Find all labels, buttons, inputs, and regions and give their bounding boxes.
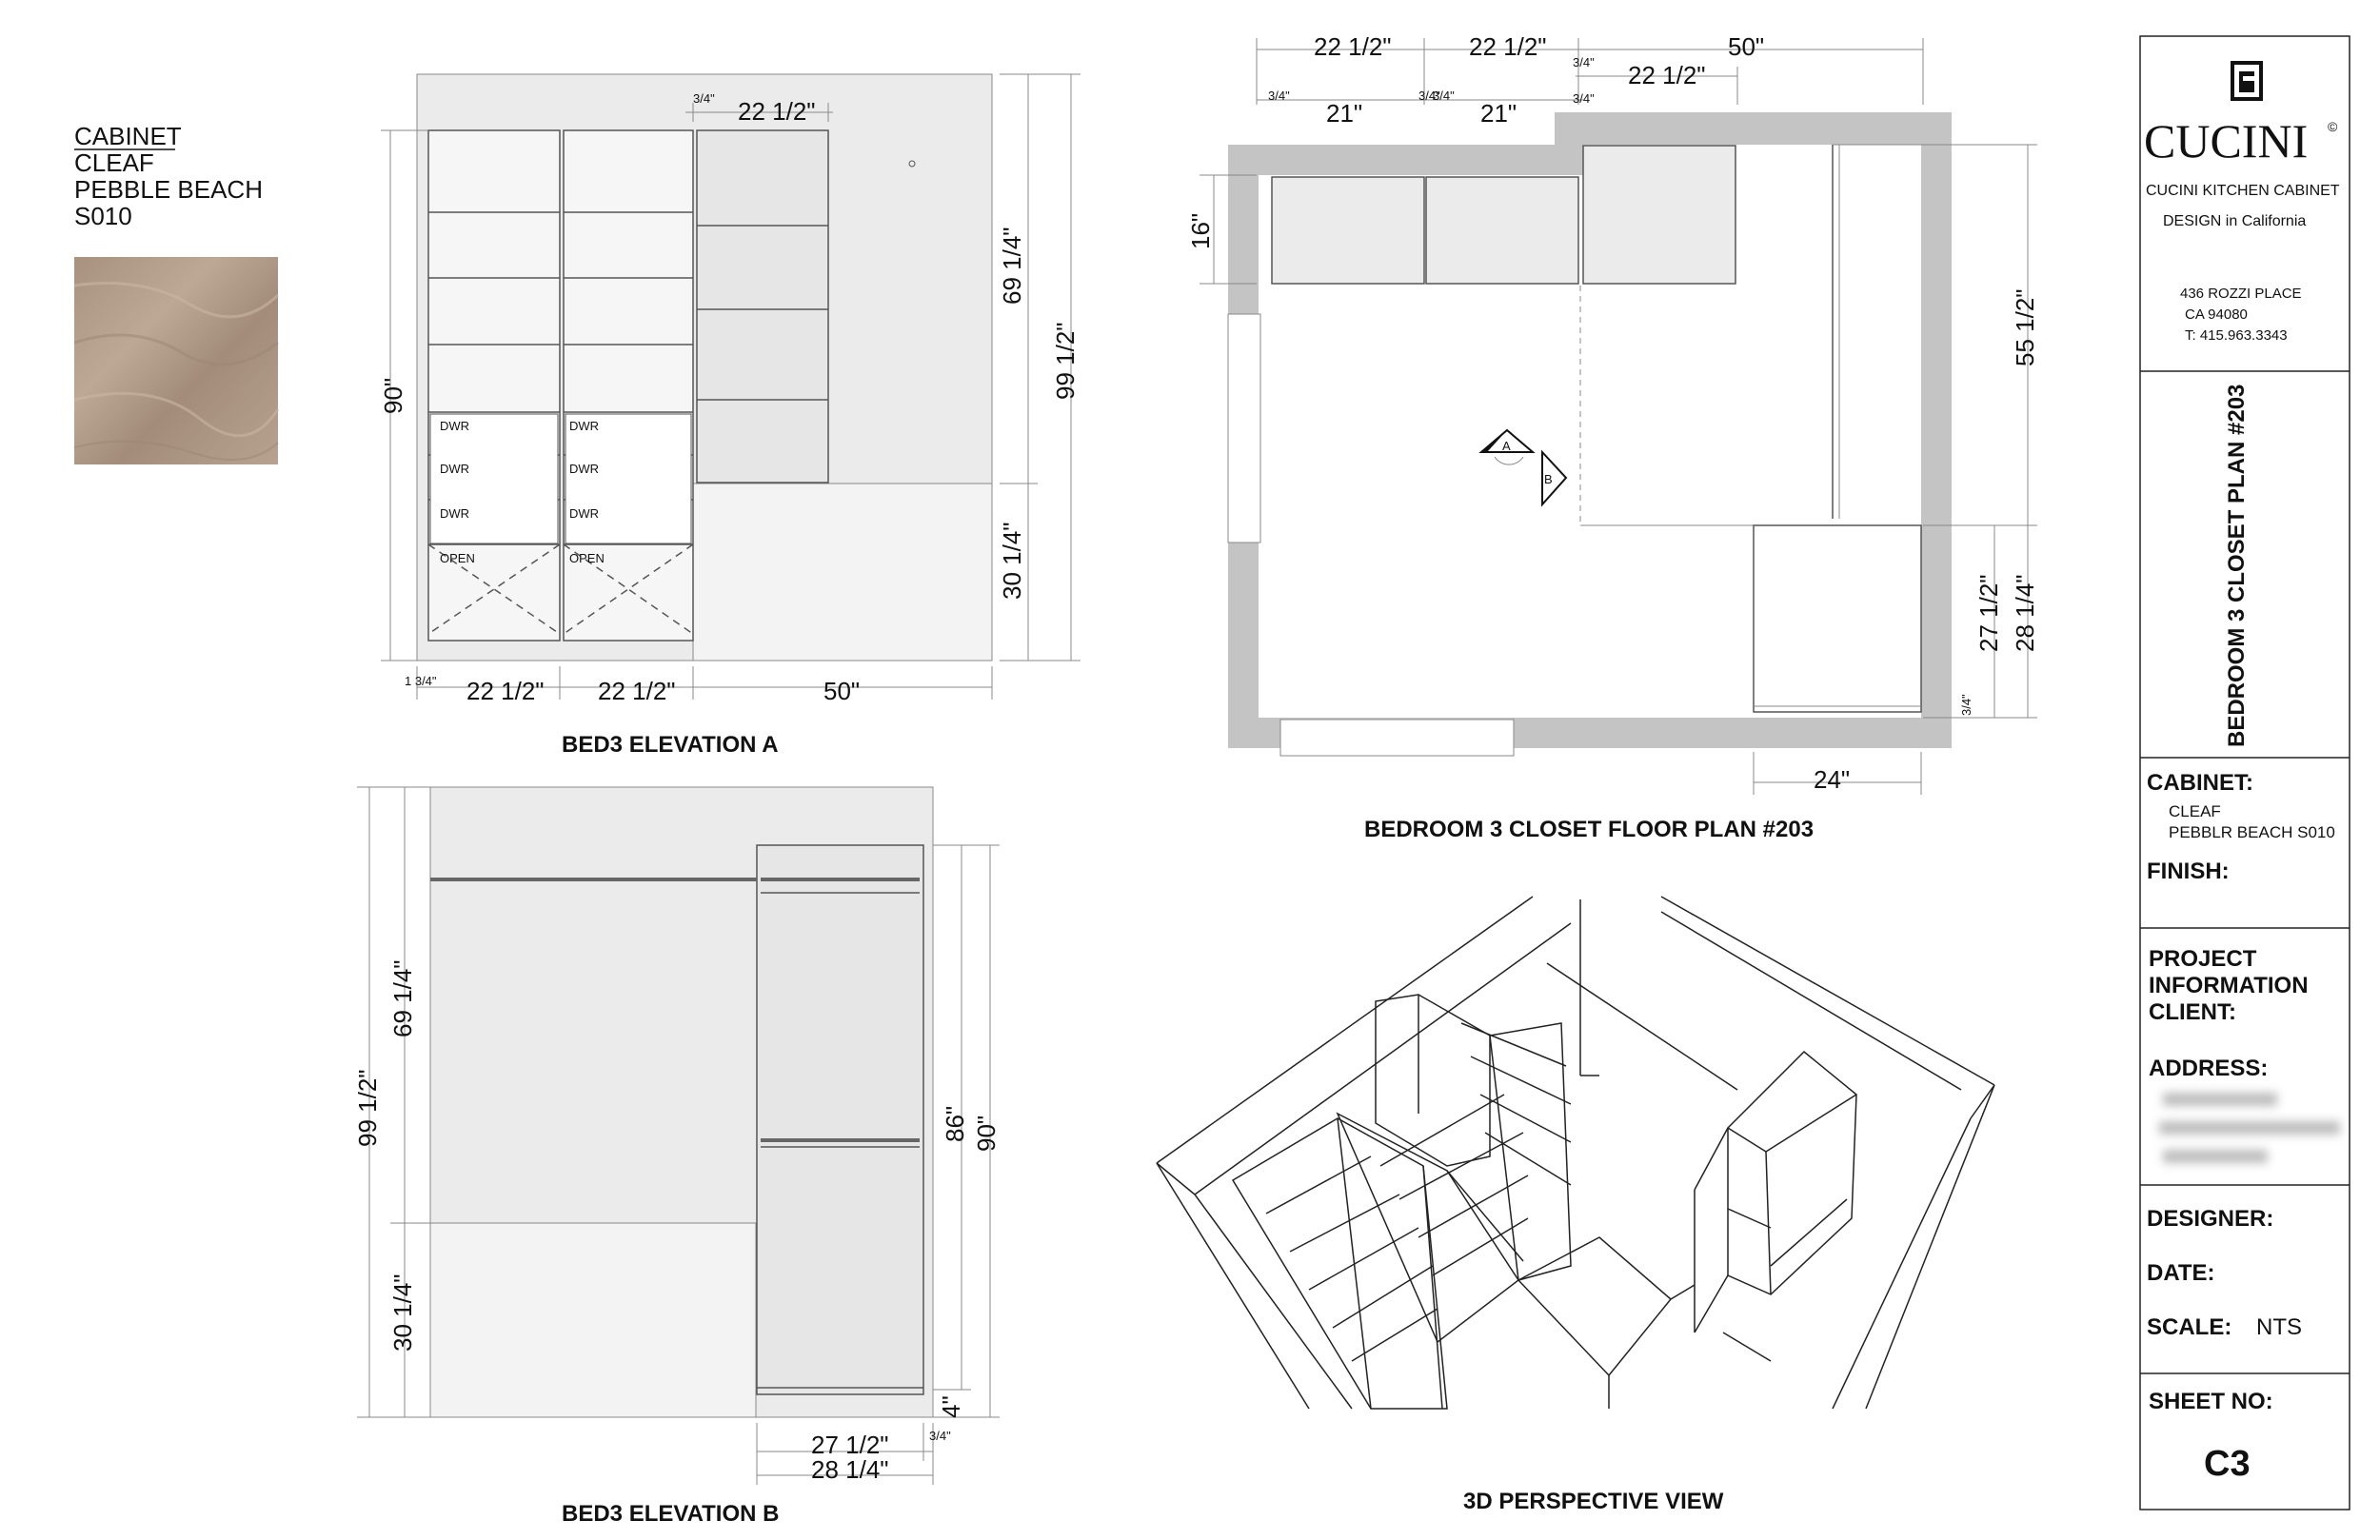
elev-a-top-frac: 3/4" (693, 91, 715, 106)
sheet-title: BEDROOM 3 CLOSET PLAN #203 (2224, 385, 2250, 747)
plan-top-22a: 22 1/2" (1314, 32, 1392, 61)
company-address-1: 436 ROZZI PLACE (2180, 286, 2302, 302)
elevation-a: DWR DWR DWR OPEN DWR DWR DWR OPEN (379, 73, 1081, 758)
elev-b-bottom-2: 28 1/4" (811, 1455, 889, 1484)
elevation-b-title: BED3 ELEVATION B (562, 1501, 779, 1527)
elev-a-bottom-w3: 50" (823, 677, 860, 705)
plan-frac-2: 3/4" (1418, 89, 1440, 103)
elevation-a-title: BED3 ELEVATION A (562, 732, 779, 758)
scale-label: SCALE: (2147, 1314, 2231, 1340)
elev-a-bottom-w2: 22 1/2" (598, 677, 676, 705)
cabinet-value-2: PEBBLR BEACH S010 (2169, 823, 2335, 841)
perspective-view: 3D PERSPECTIVE VIEW (1156, 896, 1995, 1514)
plan-right-55: 55 1/2" (2011, 288, 2039, 366)
company-logo: CUCINI © (2144, 61, 2338, 168)
elev-a-height-left: 90" (379, 378, 407, 414)
sheet-no-value: C3 (2204, 1444, 2251, 1484)
material-line-3: S010 (74, 202, 132, 230)
wood-swatch (73, 257, 280, 464)
elev-b-lower-left: 30 1/4" (388, 1273, 417, 1352)
drawer-label-1a: DWR (440, 419, 469, 433)
material-line-2: PEBBLE BEACH (74, 175, 263, 204)
material-heading: CABINET (74, 122, 182, 150)
material-line-1: CLEAF (74, 148, 154, 177)
drawer-label-2a: DWR (569, 419, 599, 433)
plan-top-22b: 22 1/2" (1469, 32, 1547, 61)
redacted-address (2159, 1093, 2340, 1163)
drawer-label-1b: DWR (440, 462, 469, 476)
plan-depth-16: 16" (1186, 213, 1215, 249)
logo-mark: © (2328, 119, 2338, 134)
perspective-title: 3D PERSPECTIVE VIEW (1463, 1489, 1724, 1514)
floor-plan: A B (1186, 32, 2039, 842)
material-legend: CABINET CLEAF PEBBLE BEACH S010 (73, 122, 280, 464)
logo-text: CUCINI (2144, 114, 2308, 168)
cabinet-label: CABINET: (2147, 770, 2253, 796)
project-label-2: INFORMATION (2149, 973, 2309, 998)
sheet-no-label: SHEET NO: (2149, 1389, 2273, 1414)
elev-a-upper-right: 69 1/4" (998, 227, 1026, 305)
plan-right-frac: 3/4" (1959, 694, 1973, 716)
elev-b-upper-left: 69 1/4" (388, 959, 417, 1037)
plan-frac-1: 3/4" (1268, 89, 1290, 103)
project-label-1: PROJECT (2149, 946, 2257, 972)
section-marker-a: A (1478, 428, 1536, 465)
plan-right-27: 27 1/2" (1974, 574, 2003, 652)
floor-plan-title: BEDROOM 3 CLOSET FLOOR PLAN #203 (1364, 817, 1814, 842)
svg-text:A: A (1502, 439, 1511, 453)
open-label-1: OPEN (440, 551, 475, 565)
plan-frac-3: 3/4" (1433, 89, 1455, 103)
plan-frac-4: 3/4" (1573, 55, 1595, 69)
company-name: CUCINI KITCHEN CABINET (2146, 183, 2340, 199)
svg-text:B: B (1544, 472, 1553, 486)
elev-b-right-90: 90" (972, 1116, 1001, 1152)
elev-b-bottom-1: 27 1/2" (811, 1431, 889, 1459)
plan-width-21a: 21" (1326, 99, 1362, 128)
scale-value: NTS (2256, 1314, 2302, 1340)
finish-label: FINISH: (2147, 859, 2230, 884)
elev-b-small-frac: 3/4" (929, 1429, 951, 1443)
client-label: CLIENT: (2149, 999, 2236, 1025)
drawer-label-2b: DWR (569, 462, 599, 476)
plan-frac-5: 3/4" (1573, 91, 1595, 106)
cabinet-value-1: CLEAF (2169, 802, 2221, 820)
plan-top-50: 50" (1728, 32, 1764, 61)
plan-right-28: 28 1/4" (2011, 574, 2039, 652)
elev-b-total-left: 99 1/2" (353, 1069, 382, 1147)
company-phone: T: 415.963.3343 (2185, 327, 2288, 344)
elevation-b: 99 1/2" 69 1/4" 30 1/4" 86" 90" 4" 3/4" … (353, 786, 1001, 1527)
company-tagline: DESIGN in California (2163, 213, 2306, 229)
company-address-2: CA 94080 (2185, 306, 2248, 323)
plan-bottom-24: 24" (1814, 765, 1850, 794)
title-block: CUCINI © CUCINI KITCHEN CABINET DESIGN i… (2139, 35, 2350, 1510)
designer-label: DESIGNER: (2147, 1206, 2273, 1232)
elev-a-total-right: 99 1/2" (1051, 322, 1080, 400)
elev-a-lower-right: 30 1/4" (998, 522, 1026, 600)
plan-top-22c: 22 1/2" (1628, 61, 1706, 89)
elev-a-top-width: 22 1/2" (738, 97, 816, 126)
elev-b-right-4: 4" (937, 1395, 965, 1418)
open-label-2: OPEN (569, 551, 605, 565)
drawer-label-2c: DWR (569, 506, 599, 521)
date-label: DATE: (2147, 1260, 2215, 1286)
elev-a-bottom-w1: 22 1/2" (466, 677, 545, 705)
elev-a-bottom-frac: 1 3/4" (405, 674, 437, 688)
section-marker-b: B (1541, 449, 1568, 507)
drawer-label-1c: DWR (440, 506, 469, 521)
elev-b-right-86: 86" (941, 1106, 969, 1142)
address-label: ADDRESS: (2149, 1056, 2268, 1081)
plan-width-21b: 21" (1480, 99, 1517, 128)
